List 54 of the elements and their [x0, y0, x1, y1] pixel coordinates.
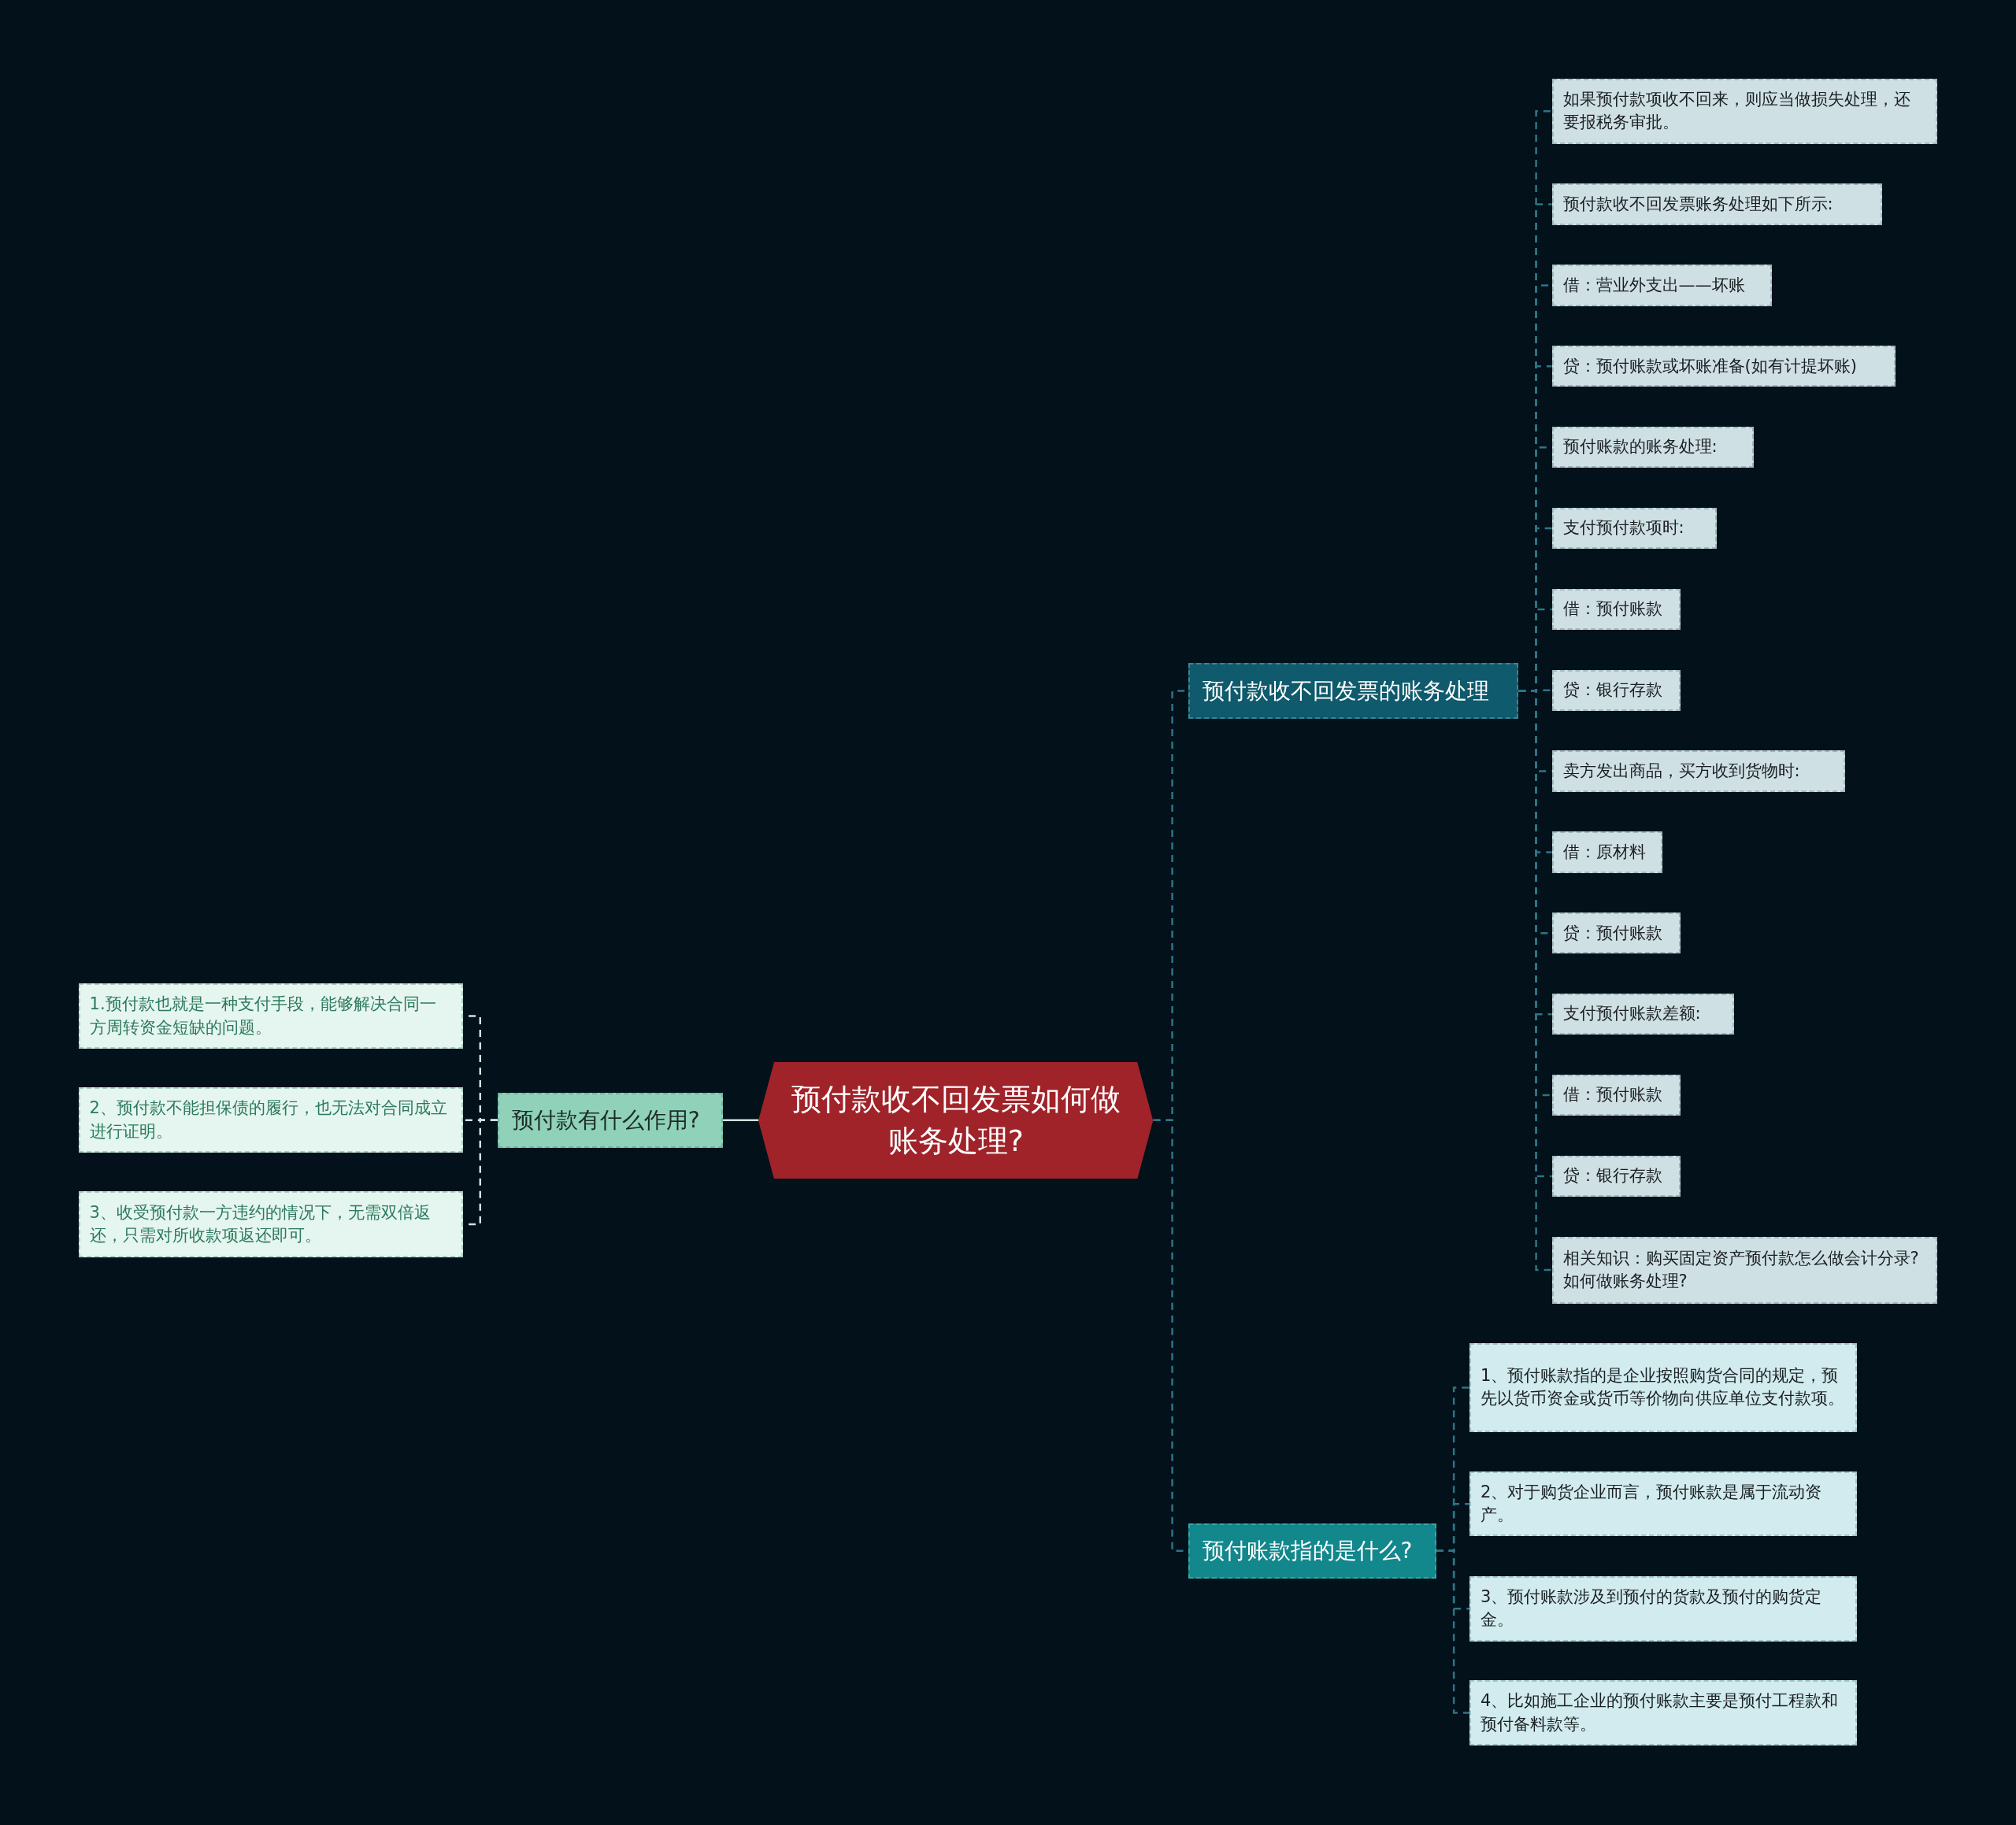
node-text: 贷：银行存款: [1562, 679, 1662, 701]
leaf-box: [1551, 507, 1717, 550]
node-text: 卖方发出商品，买方收到货物时:: [1562, 760, 1800, 782]
node-text: 4、比如施工企业的预付账款主要是预付工程款和预付备料款等。: [1480, 1690, 1840, 1735]
node-text: 2、对于购货企业而言，预付账款是属于流动资产。: [1480, 1481, 1823, 1527]
node-text: 1.预付款也就是一种支付手段，能够解决合同一方周转资金短缺的问题。: [89, 994, 437, 1038]
topic-box: [1188, 663, 1519, 719]
leaf-box: [1551, 912, 1681, 954]
leaf-box: [1551, 78, 1938, 144]
leaf-box: [78, 1087, 463, 1153]
title-text: 预付款收不回发票如何做账务处理?: [790, 1080, 1121, 1160]
leaf-box: [1551, 1074, 1681, 1116]
node-text: 支付预付账款差额:: [1562, 1003, 1701, 1025]
node-text: 支付预付款项时:: [1562, 517, 1684, 539]
leaf-box: [1551, 1155, 1681, 1197]
leaf-box: [1551, 588, 1681, 630]
node-text: 如果预付款项收不回来，则应当做损失处理，还要报税务审批。: [1562, 88, 1911, 134]
leaf-box: [1469, 1343, 1857, 1432]
leaf-box: [1469, 1679, 1857, 1746]
node-text: 3、预付账款涉及到预付的货款及预付的购货定金。: [1480, 1586, 1823, 1631]
leaf-box: [1469, 1575, 1857, 1642]
leaf-box: [1551, 183, 1883, 225]
node-text: 借：营业外支出——坏账: [1562, 274, 1745, 296]
leaf-box: [78, 983, 463, 1049]
topic-box: [497, 1092, 723, 1148]
node-text: 预付款收不回发票账务处理如下所示:: [1562, 193, 1833, 215]
leaf-box: [1551, 994, 1735, 1035]
leaf-box: [1551, 831, 1662, 873]
node-text: 预付账款指的是什么?: [1202, 1537, 1413, 1566]
connector-line: [1436, 1549, 1470, 1714]
node-text: 贷：预付账款或坏账准备(如有计提坏账): [1562, 355, 1857, 377]
leaf-box: [1551, 427, 1754, 468]
leaf-box: [1551, 265, 1772, 306]
leaf-box: [1551, 669, 1681, 711]
hexagon-node: [758, 1061, 1154, 1179]
node-text: 借：预付账款: [1562, 1084, 1662, 1106]
node-text: 1、预付账款指的是企业按照购货合同的规定，预先以货币资金或货币等价物向供应单位支付款项。: [1480, 1365, 1846, 1410]
leaf-box: [1551, 750, 1845, 792]
node-text: 相关知识：购买固定资产预付款怎么做会计分录?如何做账务处理?: [1562, 1247, 1920, 1293]
leaf-box: [1551, 1236, 1938, 1304]
node-text: 贷：预付账款: [1562, 922, 1662, 944]
node-text: 贷：银行存款: [1562, 1165, 1662, 1187]
node-text: 2、预付款不能担保债的履行，也无法对合同成立进行证明。: [89, 1098, 448, 1142]
node-text: 预付账款的账务处理:: [1562, 436, 1718, 458]
topic-box: [1188, 1523, 1436, 1579]
connector-line: [722, 1119, 759, 1122]
leaf-box: [1551, 346, 1896, 387]
node-text: 借：预付账款: [1562, 598, 1662, 620]
leaf-box: [78, 1191, 463, 1257]
leaf-box: [1469, 1471, 1857, 1536]
node-text: 预付款有什么作用?: [511, 1106, 700, 1135]
node-text: 预付款收不回发票的账务处理: [1202, 676, 1489, 705]
node-text: 3、收受预付款一方违约的情况下，无需双倍返还，只需对所收款项返还即可。: [89, 1201, 432, 1247]
node-text: 借：原材料: [1562, 841, 1646, 863]
